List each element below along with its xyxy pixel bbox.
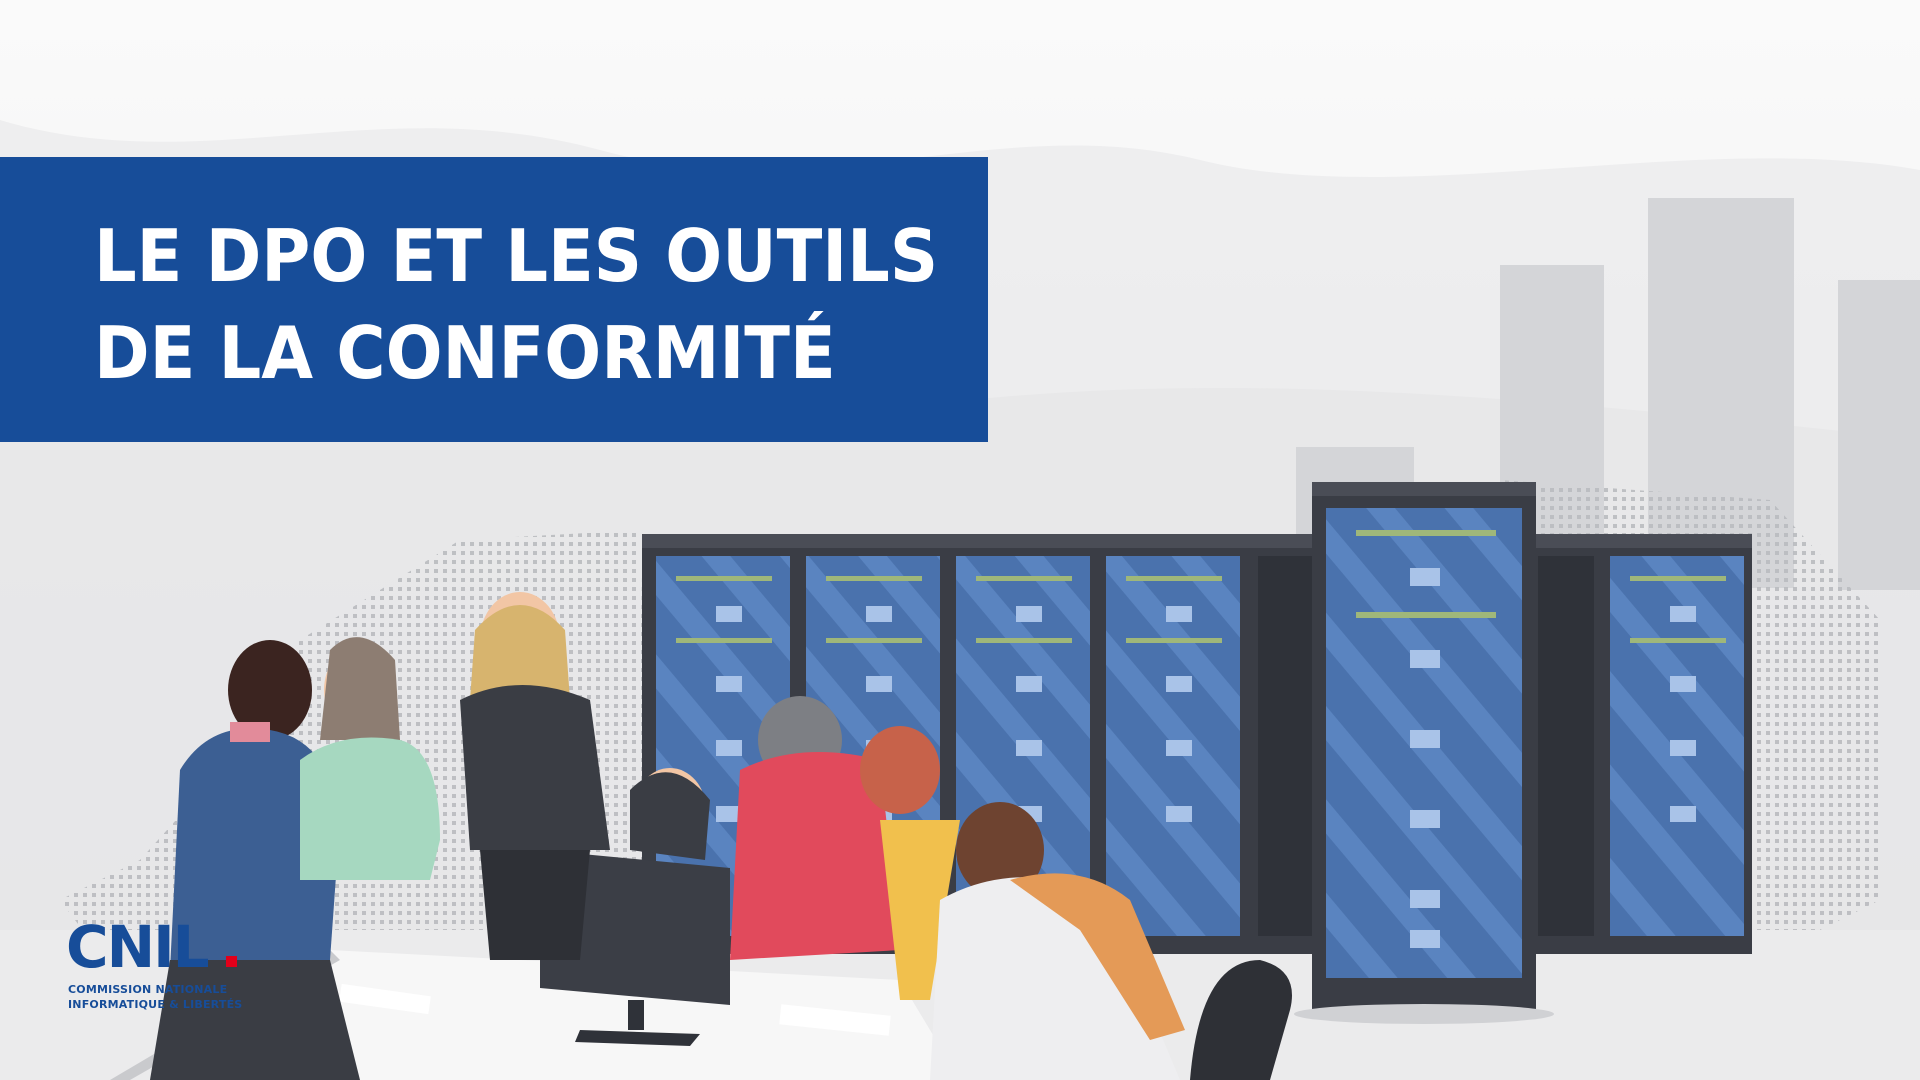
computer-monitor-icon	[540, 850, 730, 1046]
logo-subtitle-line-1: COMMISSION NATIONALE	[68, 983, 228, 996]
logo-dot-icon	[226, 956, 237, 967]
logo-subtitle-line-2: INFORMATIQUE & LIBERTÉS	[68, 998, 243, 1011]
logo-wordmark: CNIL	[66, 913, 210, 981]
cnil-logo: CNIL COMMISSION NATIONALE INFORMATIQUE &…	[66, 918, 256, 1018]
page-title-line-1: LE DPO ET LES OUTILS	[94, 214, 939, 298]
page-title-line-2: DE LA CONFORMITÉ	[94, 311, 836, 395]
team-of-people-icon	[150, 592, 1292, 1080]
title-banner	[0, 157, 988, 442]
